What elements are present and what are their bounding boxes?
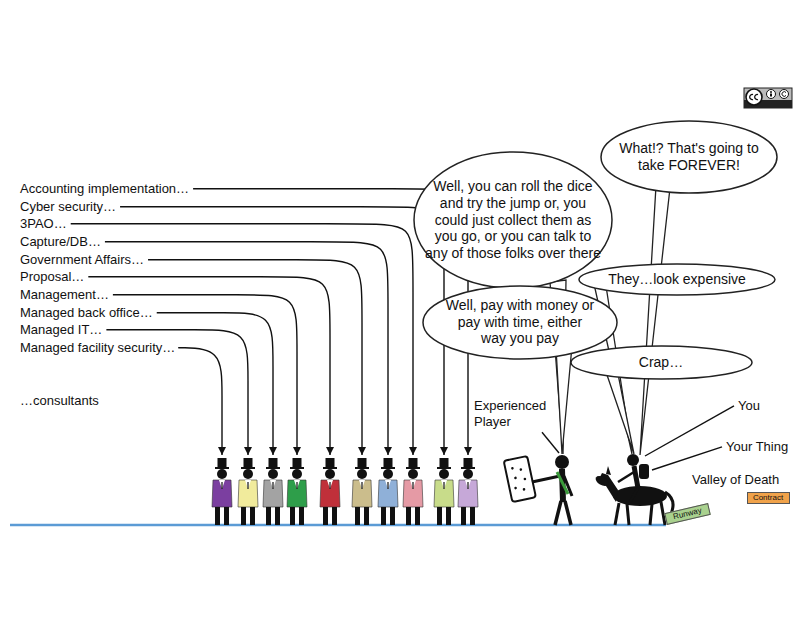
bar-label: Contract bbox=[753, 493, 783, 503]
horse-rider bbox=[594, 454, 673, 525]
tablet bbox=[504, 456, 536, 502]
consultant-figure bbox=[263, 458, 283, 525]
speech-bubble: Well, you can roll the dice and try the … bbox=[413, 151, 613, 289]
consultant-figure bbox=[458, 458, 478, 525]
label: Government Affairs… bbox=[20, 250, 144, 268]
label: Managed facility security… bbox=[20, 338, 175, 356]
label: Accounting implementation… bbox=[20, 179, 189, 197]
consultant-label: …consultants bbox=[20, 393, 99, 409]
figure-label: BY bbox=[766, 109, 774, 116]
label: Cyber security… bbox=[20, 197, 116, 215]
consultant-label: Managed facility security… bbox=[20, 340, 175, 356]
speech-bubble: They…look expensive bbox=[578, 263, 776, 296]
label: Valley of Death bbox=[692, 470, 779, 488]
consultant-figure bbox=[212, 458, 232, 525]
speech-text: What!? That's going to take FOREVER! bbox=[609, 140, 769, 174]
your-thing-pack bbox=[639, 464, 649, 479]
leader-arrow bbox=[157, 313, 273, 455]
speech-bubble: What!? That's going to take FOREVER! bbox=[600, 120, 778, 194]
speech-text: They…look expensive bbox=[608, 271, 746, 288]
consultant-figures bbox=[212, 458, 478, 525]
consultant-figure bbox=[434, 458, 454, 525]
bar-label: Runway bbox=[672, 506, 702, 522]
license-badge bbox=[744, 88, 792, 108]
consultant-label: Capture/DB… bbox=[20, 234, 101, 250]
label: Capture/DB… bbox=[20, 232, 101, 250]
consultant-figure bbox=[352, 458, 372, 525]
contract-bar: Contract bbox=[747, 492, 790, 504]
figure-label: SA bbox=[779, 109, 787, 116]
label: Managed back office… bbox=[20, 303, 153, 321]
speech-text: Well, pay with money or pay with time, e… bbox=[445, 297, 595, 347]
label: You bbox=[738, 396, 760, 414]
text-block: Crap… bbox=[639, 354, 683, 371]
consultant-figure bbox=[287, 458, 307, 525]
label: …consultants bbox=[20, 391, 99, 409]
consultant-label: Proposal… bbox=[20, 269, 84, 285]
consultant-label: Managed IT… bbox=[20, 322, 102, 338]
text-block: Runway bbox=[672, 506, 702, 522]
leader-arrow bbox=[542, 432, 559, 453]
ground-line bbox=[10, 524, 666, 527]
label: Managed IT… bbox=[20, 320, 102, 338]
leader-arrow bbox=[652, 447, 722, 470]
consultant-label: Government Affairs… bbox=[20, 252, 144, 268]
runway-bar: Runway bbox=[664, 503, 711, 525]
leader-arrow bbox=[179, 348, 222, 455]
text-block: Well, pay with money or pay with time, e… bbox=[445, 297, 595, 347]
label: Management… bbox=[20, 285, 109, 303]
label: Experienced Player bbox=[474, 398, 556, 430]
figure-label: Your Thing bbox=[726, 439, 788, 455]
figure-label: Experienced Player bbox=[474, 398, 556, 429]
label: SA bbox=[779, 100, 787, 118]
figure-label: Valley of Death bbox=[692, 472, 779, 488]
leader-arrow bbox=[645, 406, 734, 456]
consultant-label: Management… bbox=[20, 287, 109, 303]
consultant-label: Cyber security… bbox=[20, 199, 116, 215]
consultant-label: Accounting implementation… bbox=[20, 181, 189, 197]
label: BY bbox=[766, 100, 774, 118]
text-block: They…look expensive bbox=[608, 271, 746, 288]
consultant-figure bbox=[403, 458, 423, 525]
consultant-label: Managed back office… bbox=[20, 305, 153, 321]
consultant-figure bbox=[320, 458, 340, 525]
text-block: Well, you can roll the dice and try the … bbox=[424, 178, 602, 262]
consultant-figure bbox=[238, 458, 258, 525]
text-block: What!? That's going to take FOREVER! bbox=[609, 140, 769, 174]
bubble-tail bbox=[640, 186, 670, 455]
speech-text: Crap… bbox=[639, 354, 683, 371]
figure-label: You bbox=[738, 398, 760, 414]
player-figure bbox=[504, 455, 572, 525]
consultant-figure bbox=[378, 458, 398, 525]
speech-text: Well, you can roll the dice and try the … bbox=[424, 178, 602, 262]
consultant-label: 3PAO… bbox=[20, 216, 67, 232]
leader-arrow bbox=[88, 277, 330, 455]
text-block: Contract bbox=[753, 493, 783, 503]
leader-arrow bbox=[120, 207, 444, 455]
bubble-tail bbox=[606, 372, 634, 454]
bubble-tail bbox=[556, 346, 572, 454]
speech-bubble: Well, pay with money or pay with time, e… bbox=[422, 285, 618, 360]
speech-bubble: Crap… bbox=[570, 345, 753, 380]
label: 3PAO… bbox=[20, 214, 67, 232]
label: Your Thing bbox=[726, 437, 788, 455]
label: Proposal… bbox=[20, 267, 84, 285]
